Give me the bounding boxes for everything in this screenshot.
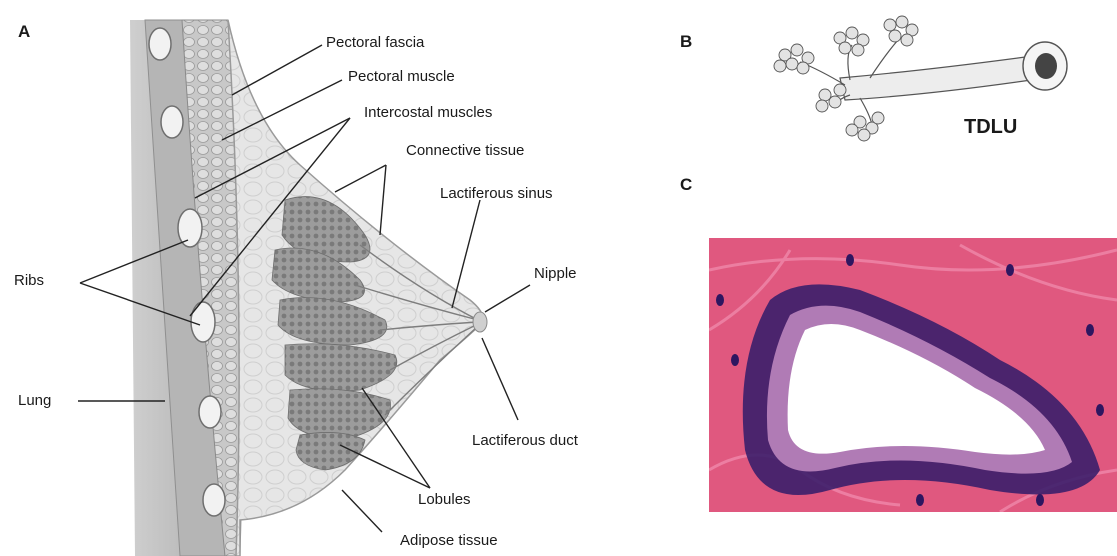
breast-anatomy-illustration xyxy=(78,20,530,556)
label-pectoral-fascia: Pectoral fascia xyxy=(326,34,424,51)
panel-letter-b: B xyxy=(680,32,692,52)
label-lactiferous-duct: Lactiferous duct xyxy=(472,432,578,449)
label-adipose-tissue: Adipose tissue xyxy=(400,532,498,549)
rib xyxy=(199,396,221,428)
label-lobules: Lobules xyxy=(418,491,471,508)
nipple-shape xyxy=(473,312,487,332)
label-ribs: Ribs xyxy=(14,272,44,289)
tdlu-duct-lumen xyxy=(1035,53,1057,79)
tdlu-illustration xyxy=(774,16,1067,141)
label-intercostal-muscles: Intercostal muscles xyxy=(364,104,492,121)
histology-image xyxy=(709,238,1117,512)
lobule xyxy=(296,432,365,470)
rib xyxy=(203,484,225,516)
label-nipple: Nipple xyxy=(534,265,577,282)
label-connective-tissue: Connective tissue xyxy=(406,142,524,159)
panel-letter-c: C xyxy=(680,175,692,195)
rib xyxy=(161,106,183,138)
panel-letter-a: A xyxy=(18,22,30,42)
rib xyxy=(178,209,202,247)
rib xyxy=(149,28,171,60)
label-pectoral-muscle: Pectoral muscle xyxy=(348,68,455,85)
label-lung: Lung xyxy=(18,392,51,409)
rib xyxy=(191,302,215,342)
label-lactiferous-sinus: Lactiferous sinus xyxy=(440,185,553,202)
label-tdlu: TDLU xyxy=(964,116,1017,139)
